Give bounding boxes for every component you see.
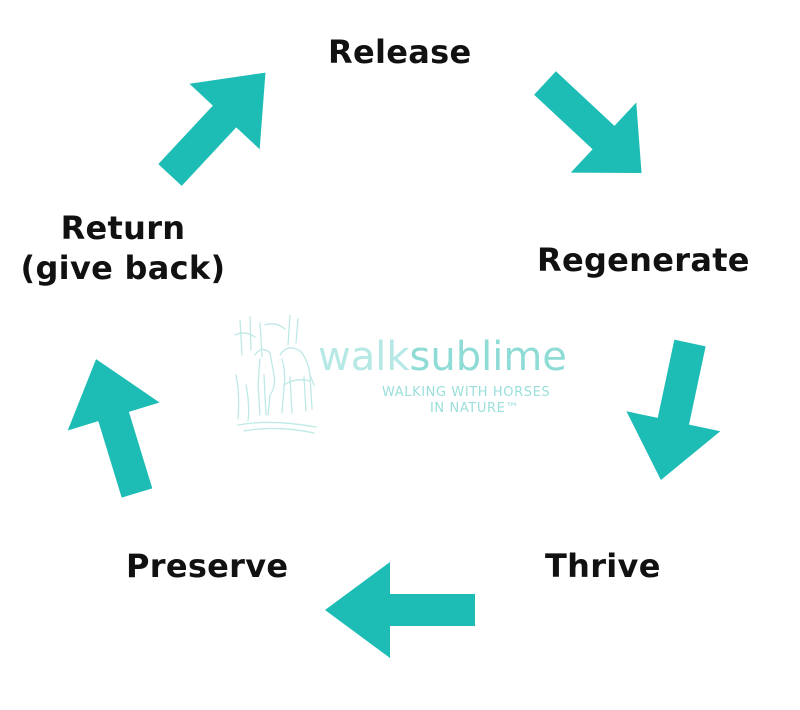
arrow-preserve-to-return xyxy=(67,359,160,498)
logo-wordmark: walksublime xyxy=(318,335,567,379)
stage-label-preserve: Preserve xyxy=(126,547,289,585)
stage-label-thrive: Thrive xyxy=(545,547,661,585)
arrow-release-to-regenerate xyxy=(534,71,642,174)
arrow-regenerate-to-thrive xyxy=(626,339,721,480)
logo-tagline-line2: IN NATURE™ xyxy=(430,401,520,416)
stage-label-return-line1: Return xyxy=(60,209,186,247)
logo-word-part2: sublime xyxy=(409,334,567,380)
logo-tagline-line1: WALKING WITH HORSES xyxy=(382,385,551,400)
stage-label-return-line2: (give back) xyxy=(20,249,226,287)
stage-label-release: Release xyxy=(328,33,472,71)
arrow-return-to-release xyxy=(158,72,266,186)
horse-walker-illustration-icon xyxy=(234,315,317,434)
stage-label-regenerate: Regenerate xyxy=(537,241,750,279)
arrow-thrive-to-preserve xyxy=(325,562,475,658)
walksublime-logo: walksublime WALKING WITH HORSES IN NATUR… xyxy=(230,315,570,435)
logo-word-part1: walk xyxy=(318,334,410,380)
stage-label-return: Return (give back) xyxy=(18,208,228,288)
